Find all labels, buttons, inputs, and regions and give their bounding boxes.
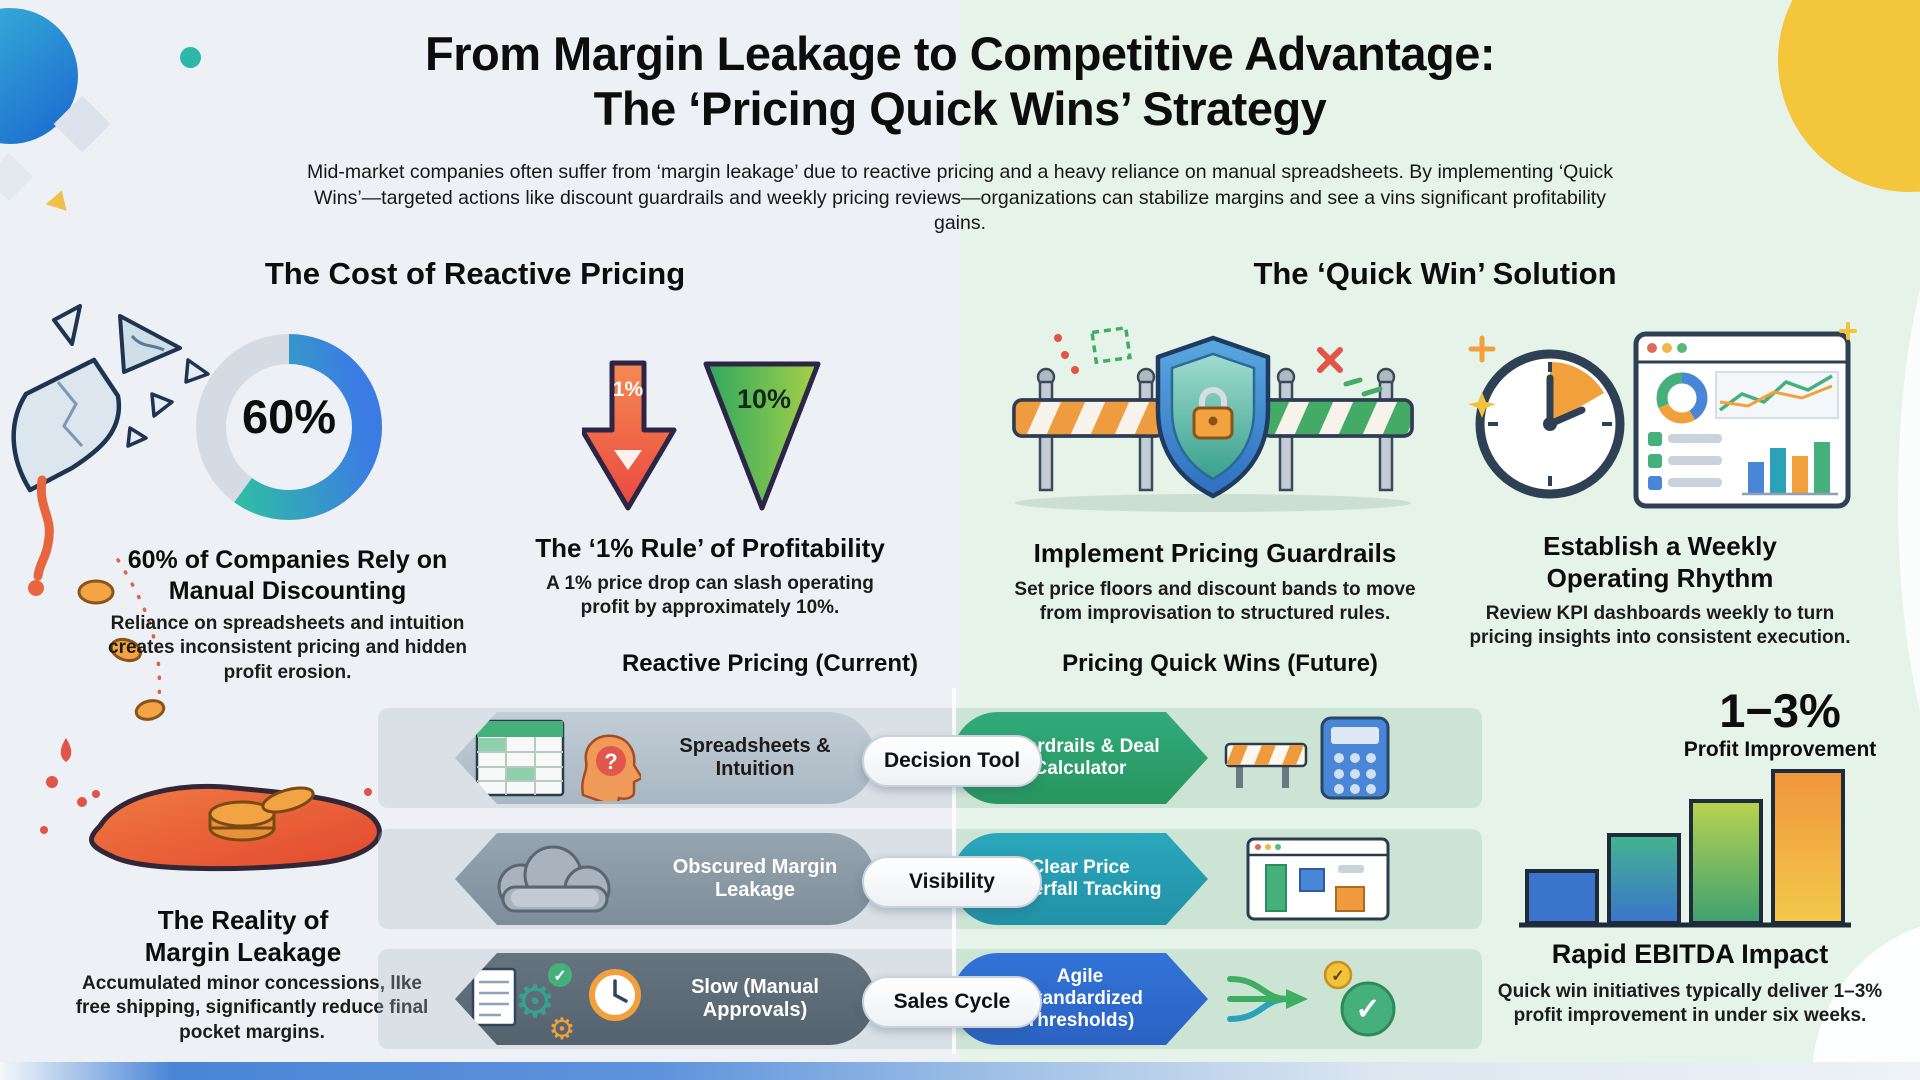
margin-leakage-heading: The Reality of Margin Leakage	[144, 905, 342, 967]
row-left-label: Obscured Margin Leakage	[672, 856, 838, 901]
ebitda-bar-chart	[1519, 769, 1851, 928]
mini-donut-icon	[1656, 372, 1708, 424]
svg-text:✓: ✓	[553, 968, 566, 985]
one-percent-rule-heading: The ‘1% Rule’ of Profitability	[535, 533, 885, 563]
plus-decoration	[1839, 322, 1857, 340]
clock-icon	[589, 969, 641, 1021]
bar	[1607, 833, 1681, 925]
row-current-sales-cycle: ⚙ ⚙ ✓ Slow (Manual Approvals)	[455, 953, 875, 1045]
svg-text:?: ?	[604, 749, 617, 774]
calculator-icon	[1320, 716, 1390, 800]
row3-right-icons: ✓ ✓	[1227, 960, 1396, 1037]
one-percent-rule-body: A 1% price drop can slash operating prof…	[546, 573, 874, 619]
rhythm-body: Review KPI dashboards weekly to turn pri…	[1469, 603, 1851, 649]
ebitda-heading: Rapid EBITDA Impact	[1551, 939, 1829, 969]
mini-checklist-icon	[1648, 432, 1722, 490]
coin-stack-icon	[208, 786, 315, 842]
dashboard-window-icon	[1633, 331, 1851, 509]
check-circle-icon	[1340, 981, 1396, 1037]
row-current-visibility: Obscured Margin Leakage	[455, 833, 875, 925]
ebitda-stat-label: Profit Improvement	[1683, 738, 1877, 761]
ten-percent-label: 10%	[737, 384, 791, 414]
green-barrier-icon	[1260, 398, 1414, 438]
mini-bar-chart-icon	[1742, 442, 1838, 496]
guardrail-shield-illustration	[1012, 325, 1414, 512]
row-right-label: Agile (Standardized Thresholds)	[1017, 966, 1143, 1031]
page-title: From Margin Leakage to Competitive Advan…	[0, 26, 1920, 137]
bar	[1525, 869, 1599, 925]
page-subtitle: Mid-market companies often suffer from ‘…	[306, 161, 1614, 235]
falling-coin-icon	[77, 579, 166, 721]
bar-chart-window-icon	[1246, 837, 1390, 921]
row1-right-icons	[1224, 716, 1390, 800]
decline-arrows-illustration: 1% 10%	[582, 360, 821, 511]
green-decline-arrow-icon	[703, 361, 821, 511]
manual-discounting-heading: 60% of Companies Rely on Manual Discount…	[127, 546, 448, 605]
star-icon	[1468, 392, 1496, 418]
ebitda-stat: 1−3%	[1719, 684, 1841, 737]
row3-left-icons: ⚙ ⚙ ✓	[471, 963, 641, 1043]
one-percent-label: 1%	[613, 378, 644, 401]
guardrails-body: Set price floors and discount bands to m…	[1014, 579, 1416, 625]
spreadsheet-icon: ?	[475, 719, 641, 801]
barrier-icon	[1224, 742, 1308, 788]
page-title-line1: From Margin Leakage to Competitive Advan…	[425, 27, 1496, 80]
coin-puddle-illustration	[40, 558, 382, 872]
donut-value-label: 60%	[241, 390, 337, 443]
svg-text:✓: ✓	[1331, 968, 1344, 985]
bar	[1771, 769, 1845, 925]
rhythm-heading: Establish a Weekly Operating Rhythm	[1543, 531, 1777, 593]
check-icon	[548, 963, 572, 987]
footer-color-bar	[0, 1062, 1920, 1080]
red-x-icon	[1317, 347, 1343, 373]
bar	[1689, 799, 1763, 925]
branching-arrows-icon	[1227, 976, 1308, 1022]
row-current-decision-tool: ? Spreadsheets & Intuition	[455, 712, 875, 804]
teal-dot-decoration	[180, 47, 201, 68]
left-section-header: The Cost of Reactive Pricing	[264, 256, 686, 291]
row-pill-visibility: Visibility	[862, 856, 1042, 908]
guardrails-heading: Implement Pricing Guardrails	[1033, 538, 1397, 568]
broken-glass-illustration	[11, 304, 210, 596]
red-dotted-path-decoration	[1054, 334, 1079, 374]
green-dashes-decoration	[1343, 377, 1383, 397]
check-circle-icon	[1323, 960, 1353, 990]
gear-icon: ⚙	[549, 1013, 576, 1043]
shield-lock-icon	[1155, 335, 1271, 499]
dashed-square-decoration	[1090, 325, 1132, 365]
sparkle-icon	[1468, 335, 1496, 363]
svg-text:✓: ✓	[1355, 993, 1380, 1026]
row-left-label: Slow (Manual Approvals)	[691, 976, 819, 1021]
manual-discounting-body: Reliance on spreadsheets and intuition c…	[108, 613, 467, 683]
comparison-right-header: Pricing Quick Wins (Future)	[1062, 650, 1378, 677]
row-pill-decision-tool: Decision Tool	[862, 735, 1042, 787]
red-decline-arrow-icon	[582, 360, 677, 511]
clock-dashboard-illustration	[1468, 322, 1857, 509]
right-section-header: The ‘Quick Win’ Solution	[1253, 256, 1617, 291]
row-left-label: Spreadsheets & Intuition	[679, 735, 831, 780]
comparison-left-header: Reactive Pricing (Current)	[621, 650, 919, 677]
gear-icon: ⚙	[514, 975, 555, 1027]
ebitda-body: Quick win initiatives typically deliver …	[1497, 981, 1883, 1027]
clock-icon	[1475, 349, 1625, 499]
mini-line-chart-icon	[1715, 371, 1839, 419]
document-icon	[471, 967, 517, 1027]
page-title-line2: The ‘Pricing Quick Wins’ Strategy	[593, 82, 1327, 136]
donut-chart	[196, 334, 382, 520]
margin-leakage-body: Accumulated minor concessions, lIke free…	[75, 973, 429, 1043]
orange-barrier-icon	[1012, 398, 1166, 438]
fog-cloud-icon	[497, 845, 611, 913]
row-pill-sales-cycle: Sales Cycle	[862, 976, 1042, 1028]
